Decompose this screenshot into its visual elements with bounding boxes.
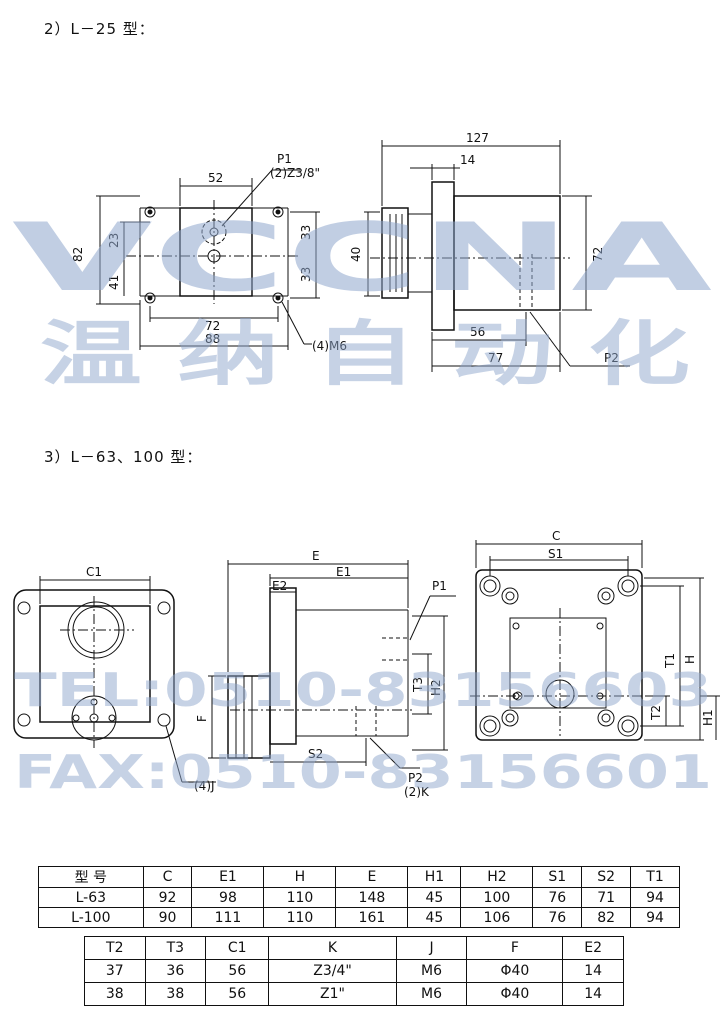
table-cell: M6 <box>395 982 468 1006</box>
table-cell: L-100 <box>38 907 144 928</box>
dim-41: 41 <box>107 275 121 290</box>
table1-header-row: 型 号 C E1 H E H1 H2 S1 S2 T1 <box>38 866 680 888</box>
p1-label-2: P1 <box>432 579 447 593</box>
table-cell: 94 <box>630 887 680 908</box>
dim-t3: T3 <box>411 677 425 693</box>
table-cell: 76 <box>532 907 583 928</box>
table2-header-cell: T2 <box>84 936 146 960</box>
dim-77: 77 <box>488 351 503 365</box>
table-cell: 148 <box>335 887 409 908</box>
table-cell: 92 <box>142 887 193 908</box>
dim-e: E <box>312 549 320 563</box>
table2-header-cell: F <box>466 936 564 960</box>
table-cell: 100 <box>460 887 534 908</box>
table-cell: Φ40 <box>466 982 564 1006</box>
table-cell: M6 <box>395 959 468 983</box>
dim-127: 127 <box>466 131 489 145</box>
table1-header-cell: H1 <box>407 866 462 888</box>
p1-label: P1 <box>277 152 292 166</box>
table-cell: 161 <box>335 907 409 928</box>
table-cell: L-63 <box>38 887 144 908</box>
dim-23: 23 <box>107 233 121 248</box>
dimension-table-1: 型 号 C E1 H E H1 H2 S1 S2 T1 L-63 92 98 1… <box>38 866 680 928</box>
table2-header-cell: K <box>268 936 397 960</box>
table-row: 38 38 56 Z1" M6 Φ40 14 <box>84 982 624 1006</box>
table-cell: Φ40 <box>466 959 564 983</box>
dim-72: 72 <box>205 319 220 333</box>
dim-82: 82 <box>71 247 85 262</box>
dim-h2: H2 <box>429 679 443 696</box>
dim-33-bottom: 33 <box>299 267 313 282</box>
table-cell: 56 <box>205 959 270 983</box>
dim-33-top: 33 <box>299 225 313 240</box>
table1-header-cell: E <box>335 866 409 888</box>
table-cell: 38 <box>84 982 146 1006</box>
table2-header-cell: T3 <box>144 936 207 960</box>
table1-header-cell: 型 号 <box>38 866 144 888</box>
table-row: L-100 90 111 110 161 45 106 76 82 94 <box>38 907 680 928</box>
table-cell: Z3/4" <box>268 959 397 983</box>
p1-port-label: (2)Z3/8" <box>270 166 320 180</box>
dim-s2: S2 <box>308 747 323 761</box>
dim-h: H <box>683 655 697 664</box>
table1-header-cell: T1 <box>630 866 680 888</box>
table-cell: Z1" <box>268 982 397 1006</box>
table-cell: 94 <box>630 907 680 928</box>
table2-header-cell: E2 <box>562 936 624 960</box>
dim-88: 88 <box>205 332 220 346</box>
p2-label-2: P2 <box>408 771 423 785</box>
table2-header-cell: C1 <box>205 936 270 960</box>
dimension-table-2: T2 T3 C1 K J F E2 37 36 56 Z3/4" M6 Φ40 … <box>84 936 624 1006</box>
l63-l100-drawing: C1 (4)J E E1 E2 P1 F T3 H2 S2 P2 (2)K C … <box>0 500 726 840</box>
dim-e1: E1 <box>336 565 351 579</box>
dim-14: 14 <box>460 153 475 167</box>
table-cell: 90 <box>142 907 193 928</box>
section2-heading: 3）L－63、100 型： <box>44 448 203 466</box>
table-row: L-63 92 98 110 148 45 100 76 71 94 <box>38 887 680 908</box>
table2-header-cell: J <box>395 936 468 960</box>
table-cell: 45 <box>407 887 462 908</box>
dim-c1: C1 <box>86 565 102 579</box>
table1-header-cell: S1 <box>532 866 583 888</box>
dim-40: 40 <box>349 247 363 262</box>
table2-header-row: T2 T3 C1 K J F E2 <box>84 936 624 960</box>
table1-header-cell: E1 <box>191 866 265 888</box>
table-cell: 38 <box>144 982 207 1006</box>
table-cell: 14 <box>562 959 624 983</box>
dim-52: 52 <box>208 171 223 185</box>
bolt-label: (4)M6 <box>312 339 347 353</box>
dim-h1: H1 <box>701 709 715 726</box>
table-cell: 36 <box>144 959 207 983</box>
table-cell: 76 <box>532 887 583 908</box>
l25-drawing: P1 (2)Z3/8" 52 82 23 41 33 33 72 88 (4)M… <box>0 0 726 420</box>
table-cell: 111 <box>191 907 265 928</box>
table-cell: 14 <box>562 982 624 1006</box>
table-cell: 37 <box>84 959 146 983</box>
dim-c: C <box>552 529 560 543</box>
table1-header-cell: C <box>142 866 193 888</box>
dim-t2: T2 <box>649 705 663 721</box>
port-k-label: (2)K <box>404 785 430 799</box>
table-cell: 82 <box>581 907 632 928</box>
table-cell: 71 <box>581 887 632 908</box>
table-cell: 56 <box>205 982 270 1006</box>
table-cell: 98 <box>191 887 265 908</box>
dim-f: F <box>195 715 209 722</box>
table1-header-cell: S2 <box>581 866 632 888</box>
section1-heading: 2）L－25 型： <box>44 20 155 38</box>
table-cell: 110 <box>263 907 337 928</box>
table-cell: 110 <box>263 887 337 908</box>
table-cell: 45 <box>407 907 462 928</box>
table1-header-cell: H <box>263 866 337 888</box>
dim-s1: S1 <box>548 547 563 561</box>
dim-72-side: 72 <box>591 247 605 262</box>
dim-56: 56 <box>470 325 485 339</box>
p2-label: P2 <box>604 351 619 365</box>
bolt-j-label: (4)J <box>194 779 215 793</box>
table1-header-cell: H2 <box>460 866 534 888</box>
dim-t1: T1 <box>663 653 677 669</box>
table-cell: 106 <box>460 907 534 928</box>
table-row: 37 36 56 Z3/4" M6 Φ40 14 <box>84 959 624 983</box>
dim-e2: E2 <box>272 579 287 593</box>
